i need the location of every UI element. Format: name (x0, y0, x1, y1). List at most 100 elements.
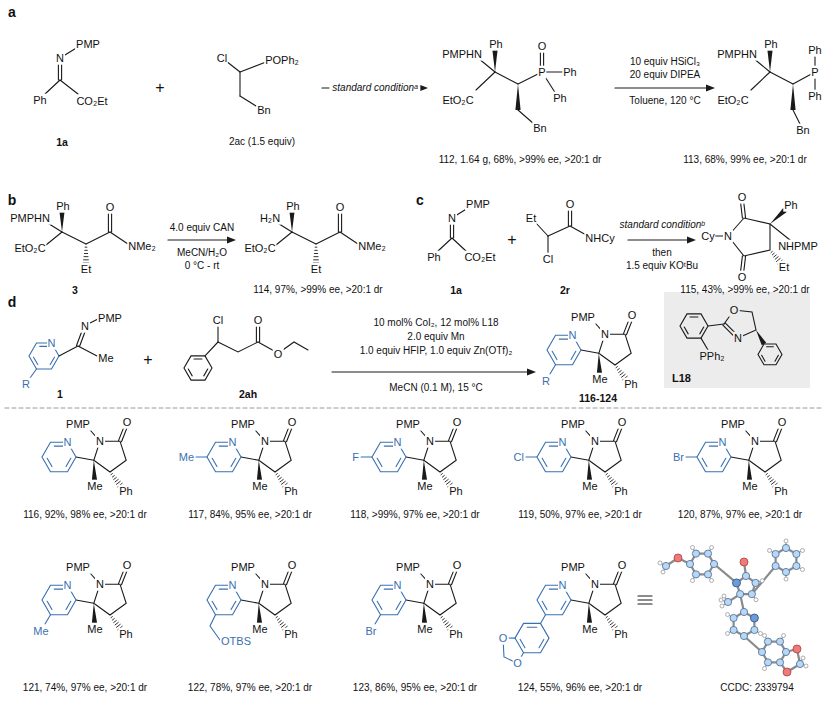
atom-label: Ph (285, 200, 300, 213)
atom-label: N (393, 579, 403, 592)
bond (752, 566, 776, 594)
bond (617, 369, 619, 371)
bond (240, 62, 266, 72)
crystal-atom (782, 544, 789, 551)
atom-label: Me (32, 625, 49, 638)
bond (78, 346, 97, 356)
bond (241, 457, 259, 460)
wedge-bond (747, 460, 752, 480)
bond (406, 457, 424, 460)
condition-text: 1.5 equiv KOᵗBu (624, 260, 700, 272)
atom-label: Me (178, 451, 195, 464)
bond (377, 458, 382, 466)
compound-caption: 121, 74%, 97% ee, >20:1 dr (23, 682, 147, 694)
atom-label: CO₂Et (75, 95, 108, 108)
bond (767, 476, 769, 478)
crystal-atom (782, 568, 789, 575)
condition-text: MeCN (0.1 M), 15 °C (387, 382, 484, 394)
compound-caption: 114, 97%, >99% ee, >20:1 dr (253, 284, 382, 296)
hydrogen-atom (710, 578, 714, 582)
atom-label: PMP (65, 561, 91, 574)
atom-label: N (80, 320, 90, 333)
condition-text: 0 °C - rt (183, 260, 222, 272)
bond (276, 474, 277, 475)
bond (626, 320, 632, 335)
bond (770, 72, 793, 84)
plus-sign: + (507, 231, 516, 249)
atom-label: O (122, 559, 133, 572)
atom-label: Ph (763, 38, 778, 51)
crystal-atom (692, 550, 699, 557)
bond (520, 639, 525, 647)
bond (66, 601, 71, 609)
bond (30, 369, 37, 378)
atom-label: Bn (795, 124, 810, 137)
bond (280, 479, 283, 481)
bond (609, 477, 612, 479)
bond (210, 615, 220, 640)
atom-label: Br (365, 625, 378, 638)
bond (731, 457, 749, 460)
bond (444, 477, 447, 479)
bond (114, 477, 117, 479)
bond (680, 314, 708, 338)
bond (451, 427, 457, 442)
bond (607, 619, 609, 621)
bond (772, 253, 774, 255)
atom-label: O (287, 559, 298, 572)
arrow-head (687, 237, 696, 244)
bond (527, 627, 537, 628)
atom-label: NMe₂ (127, 240, 157, 253)
crystal-atom (730, 626, 737, 633)
bond (85, 247, 87, 248)
bond (45, 80, 60, 94)
atom-label: Bn (532, 122, 547, 135)
bond (452, 238, 466, 251)
atom-label: O (617, 559, 628, 572)
crystal-atom (782, 648, 789, 655)
wedge-bond (587, 603, 592, 623)
bond (108, 211, 109, 232)
hydrogen-atom (719, 598, 723, 602)
atom-label: O (122, 416, 133, 429)
hydrogen-atom (768, 549, 772, 553)
bond (406, 600, 424, 603)
atom-label: N (260, 578, 270, 591)
hydrogen-atom (763, 666, 767, 670)
crystal-atom (793, 562, 800, 569)
crystal-atom (737, 590, 744, 597)
condition-text: then (650, 247, 673, 259)
bond (314, 253, 317, 254)
crystal-atom (751, 626, 758, 633)
atom-label: O (335, 201, 346, 214)
bond (609, 620, 612, 622)
bond (451, 570, 457, 585)
crystal-atom (732, 579, 740, 587)
bond (610, 479, 613, 481)
bond (259, 324, 260, 342)
atom-label: Ph (562, 66, 577, 79)
crystal-atom (772, 562, 779, 569)
atom-label: Cl (212, 314, 224, 327)
atom-label: PMP (65, 418, 91, 431)
bond (292, 232, 316, 244)
bond (721, 458, 726, 466)
compound-caption: 116, 92%, 98% ee, >20:1 dr (23, 509, 147, 521)
crystal-atom (758, 648, 765, 655)
bond (541, 615, 546, 624)
bond (340, 232, 358, 244)
atom-label: O (617, 416, 628, 429)
atom-label: PPh₂ (698, 350, 725, 363)
crystal-atom (764, 659, 771, 666)
bond (316, 232, 340, 244)
atom-label: Br (672, 451, 685, 464)
panel-letter: b (8, 192, 17, 208)
bond (628, 239, 690, 240)
bond (280, 622, 283, 624)
hydrogen-atom (758, 632, 762, 636)
bond (241, 600, 259, 603)
bond (769, 477, 772, 479)
bond (86, 232, 110, 244)
atom-label: PMP (465, 198, 491, 211)
condition-text: 10 equiv HSiCl₃ (628, 56, 702, 68)
